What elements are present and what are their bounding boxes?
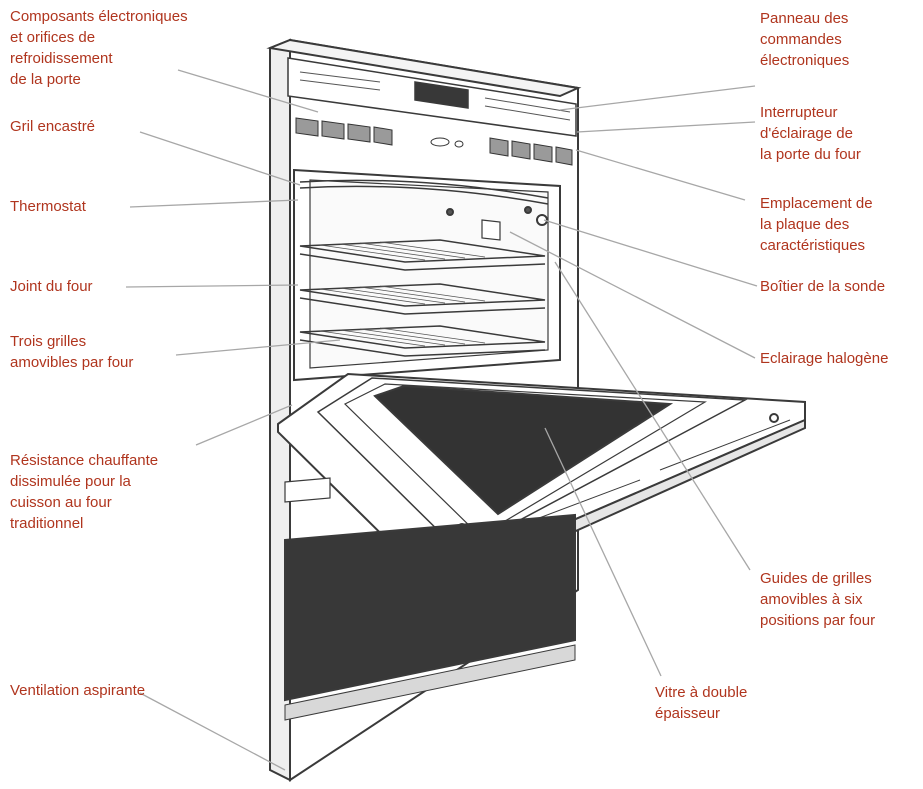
label-eclairage: Eclairage halogène <box>760 350 889 367</box>
label-guides: Guides de grilles amovibles à six positi… <box>760 570 876 629</box>
leader-grilles <box>175 339 341 356</box>
leader-composants <box>177 69 319 113</box>
leader-eclairage <box>509 231 756 359</box>
label-interrupteur: Interrupteur d'éclairage de la porte du … <box>760 104 861 163</box>
label-thermostat: Thermostat <box>10 198 86 215</box>
label-ventilation: Ventilation aspirante <box>10 682 146 699</box>
label-emplacement: Emplacement de la plaque des caractérist… <box>760 195 873 254</box>
label-composants: Composants électroniques et orifices de … <box>10 8 188 88</box>
leader-joint <box>125 284 299 288</box>
lower-oven <box>284 477 576 721</box>
control-panel <box>287 57 577 137</box>
leader-lines <box>125 69 758 771</box>
leader-panneau <box>559 85 756 111</box>
label-vitre: Vitre à double épaisseur <box>655 684 748 722</box>
leader-guides <box>554 261 751 571</box>
leader-thermostat <box>129 199 299 208</box>
leader-ventilation <box>139 692 286 771</box>
label-panneau: Panneau des commandes électroniques <box>760 10 850 69</box>
label-boitier: Boîtier de la sonde <box>760 278 886 295</box>
cooling-vents <box>295 117 573 166</box>
leader-gril <box>139 131 301 186</box>
oven-cavity <box>293 168 561 382</box>
leader-emplacement <box>575 149 746 201</box>
leader-vitre <box>544 427 662 677</box>
label-grilles: Trois grilles amovibles par four <box>10 333 134 371</box>
leader-interrupteur <box>576 121 756 133</box>
label-gril: Gril encastré <box>10 118 96 135</box>
leader-resistance <box>195 404 293 446</box>
label-resistance: Résistance chauffante dissimulée pour la… <box>10 452 159 532</box>
label-joint: Joint du four <box>10 278 93 295</box>
leader-boitier <box>543 219 758 287</box>
